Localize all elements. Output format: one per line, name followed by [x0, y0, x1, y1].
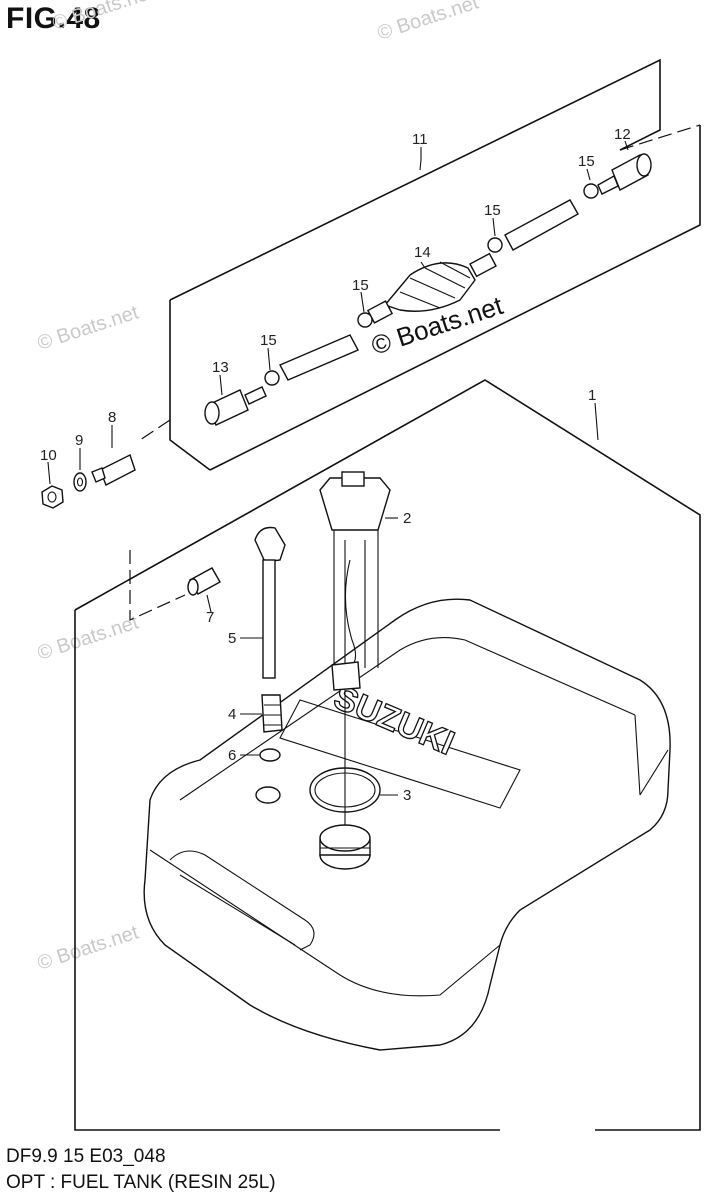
figure-code: DF9.9 15 E03_048: [6, 1146, 166, 1167]
watermark-left-2: © Boats.net: [35, 611, 142, 664]
hose-segments: [279, 199, 579, 381]
fitting-8: [91, 454, 136, 486]
callout-numbers: 1 2 3 4 5 6 7 8 9 10 11 12 13 14 15 15 1…: [40, 126, 631, 804]
leader-lines: [47, 140, 629, 825]
callout-5: 5: [228, 630, 236, 647]
fuel-tank-body: SUZUKI: [143, 598, 671, 1051]
callout-4: 4: [228, 706, 236, 723]
callout-8: 8: [108, 409, 116, 426]
callout-15-b: 15: [484, 202, 501, 219]
callout-2: 2: [403, 510, 411, 527]
callout-11: 11: [412, 131, 428, 148]
watermark-top-right: © Boats.net: [375, 0, 482, 45]
strainer-4: [261, 694, 283, 733]
air-vent-7: [187, 567, 221, 596]
filler-neck: [319, 824, 371, 870]
watermark-mid-left: © Boats.net: [35, 301, 142, 354]
callout-1: 1: [588, 387, 596, 404]
callout-15-d: 15: [260, 332, 277, 349]
connector-12: [597, 153, 652, 195]
callout-15-c: 15: [352, 277, 369, 294]
callout-3: 3: [403, 787, 411, 804]
o-ring-6: [255, 748, 281, 804]
callout-6: 6: [228, 747, 236, 764]
fuel-gauge-2: [319, 471, 391, 691]
callout-13: 13: [212, 359, 229, 376]
fuel-line-kit-panel: [139, 58, 701, 471]
hose-clips-15: [264, 183, 599, 386]
callout-14: 14: [414, 244, 431, 261]
figure-title: FIG.48: [6, 2, 101, 35]
tank-frame: [74, 379, 701, 1131]
washer-9: [73, 472, 87, 492]
callout-10: 10: [40, 447, 57, 464]
callout-9: 9: [75, 432, 83, 449]
callout-12: 12: [614, 126, 631, 143]
nut-10: [41, 485, 64, 509]
callout-15-a: 15: [578, 153, 595, 170]
watermark-top-left: © Boats.net: [50, 0, 157, 35]
connector-13: [204, 386, 267, 426]
suction-pipe-5: [254, 526, 286, 679]
watermark-left-3: © Boats.net: [35, 921, 142, 974]
figure-description: OPT : FUEL TANK (RESIN 25L): [6, 1172, 276, 1193]
callout-7: 7: [206, 609, 214, 626]
